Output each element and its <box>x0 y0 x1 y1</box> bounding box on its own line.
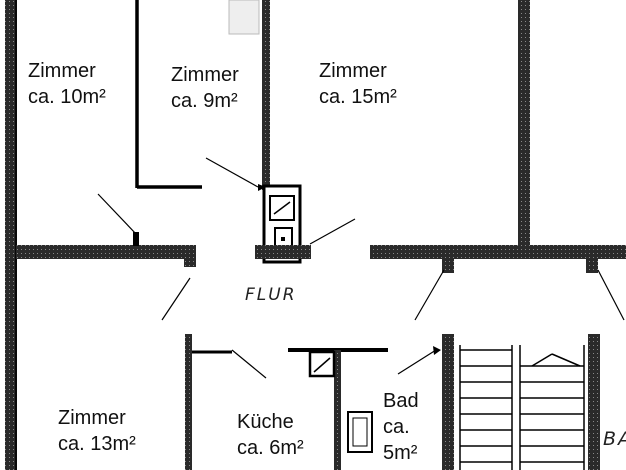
wall-kitchen-left <box>185 334 192 470</box>
room-size: ca. 15m² <box>319 86 397 108</box>
room-size: ca. 13m² <box>58 433 136 455</box>
wall-stub-left <box>184 245 196 267</box>
hallway-label: FLUR <box>245 285 297 305</box>
wall-stub-right-1 <box>442 255 454 273</box>
wall-top-bar <box>228 0 260 35</box>
wall-mid-right <box>262 0 270 190</box>
wall-right-room <box>518 0 530 255</box>
room-kueche: Küche ca. 6m² <box>237 409 304 461</box>
door-line-mid <box>205 157 259 188</box>
room-name: Zimmer <box>319 60 387 82</box>
wall-stair-left <box>442 334 454 470</box>
wall-horizontal-left <box>16 245 196 259</box>
room-size: ca. 9m² <box>171 90 238 112</box>
door-mark-top-left <box>133 232 139 246</box>
edge-label: BA <box>603 428 626 450</box>
room-zimmer-top-left: Zimmer ca. 10m² <box>28 58 106 110</box>
bath-fixture-inner <box>352 417 368 447</box>
wall-horizontal-mid <box>255 245 311 259</box>
room-name: Küche <box>237 411 294 433</box>
room-name: Bad <box>383 390 419 412</box>
room-name: Zimmer <box>28 60 96 82</box>
room-bad: Bad ca. 5m² <box>383 388 419 466</box>
door-line-kitchen <box>231 349 267 379</box>
wall-stair-right <box>588 334 600 470</box>
door-line-top-left <box>97 193 138 236</box>
wall-kitchen-bath <box>334 350 341 470</box>
wall-left <box>5 0 17 470</box>
bath-fixture <box>347 411 373 453</box>
room-zimmer-bottom-left: Zimmer ca. 13m² <box>58 405 136 457</box>
door-line-bath <box>397 349 437 375</box>
door-line-lower-right <box>414 269 445 321</box>
staircase <box>459 345 585 470</box>
room-name: Zimmer <box>58 407 126 429</box>
room-size-prefix: ca. <box>383 416 410 438</box>
wall-stub-right-2 <box>586 255 598 273</box>
room-size: ca. 6m² <box>237 437 304 459</box>
door-arrow-mid <box>258 184 266 191</box>
room-size: ca. 10m² <box>28 86 106 108</box>
door-line-lower-left <box>161 277 191 321</box>
room-zimmer-top-mid: Zimmer ca. 9m² <box>171 62 239 114</box>
shaft-lower-block <box>308 350 336 378</box>
room-size: 5m² <box>383 442 418 464</box>
door-arrow-bath <box>433 346 441 355</box>
room-zimmer-top-right: Zimmer ca. 15m² <box>319 58 397 110</box>
room-name: Zimmer <box>171 64 239 86</box>
shaft-lower-dot <box>281 237 285 241</box>
door-line-right <box>309 218 356 245</box>
door-line-far-right <box>597 269 625 321</box>
shaft-lower-mark <box>313 357 331 373</box>
shaft-upper-mark <box>273 201 291 215</box>
wall-horizontal-right <box>370 245 626 259</box>
